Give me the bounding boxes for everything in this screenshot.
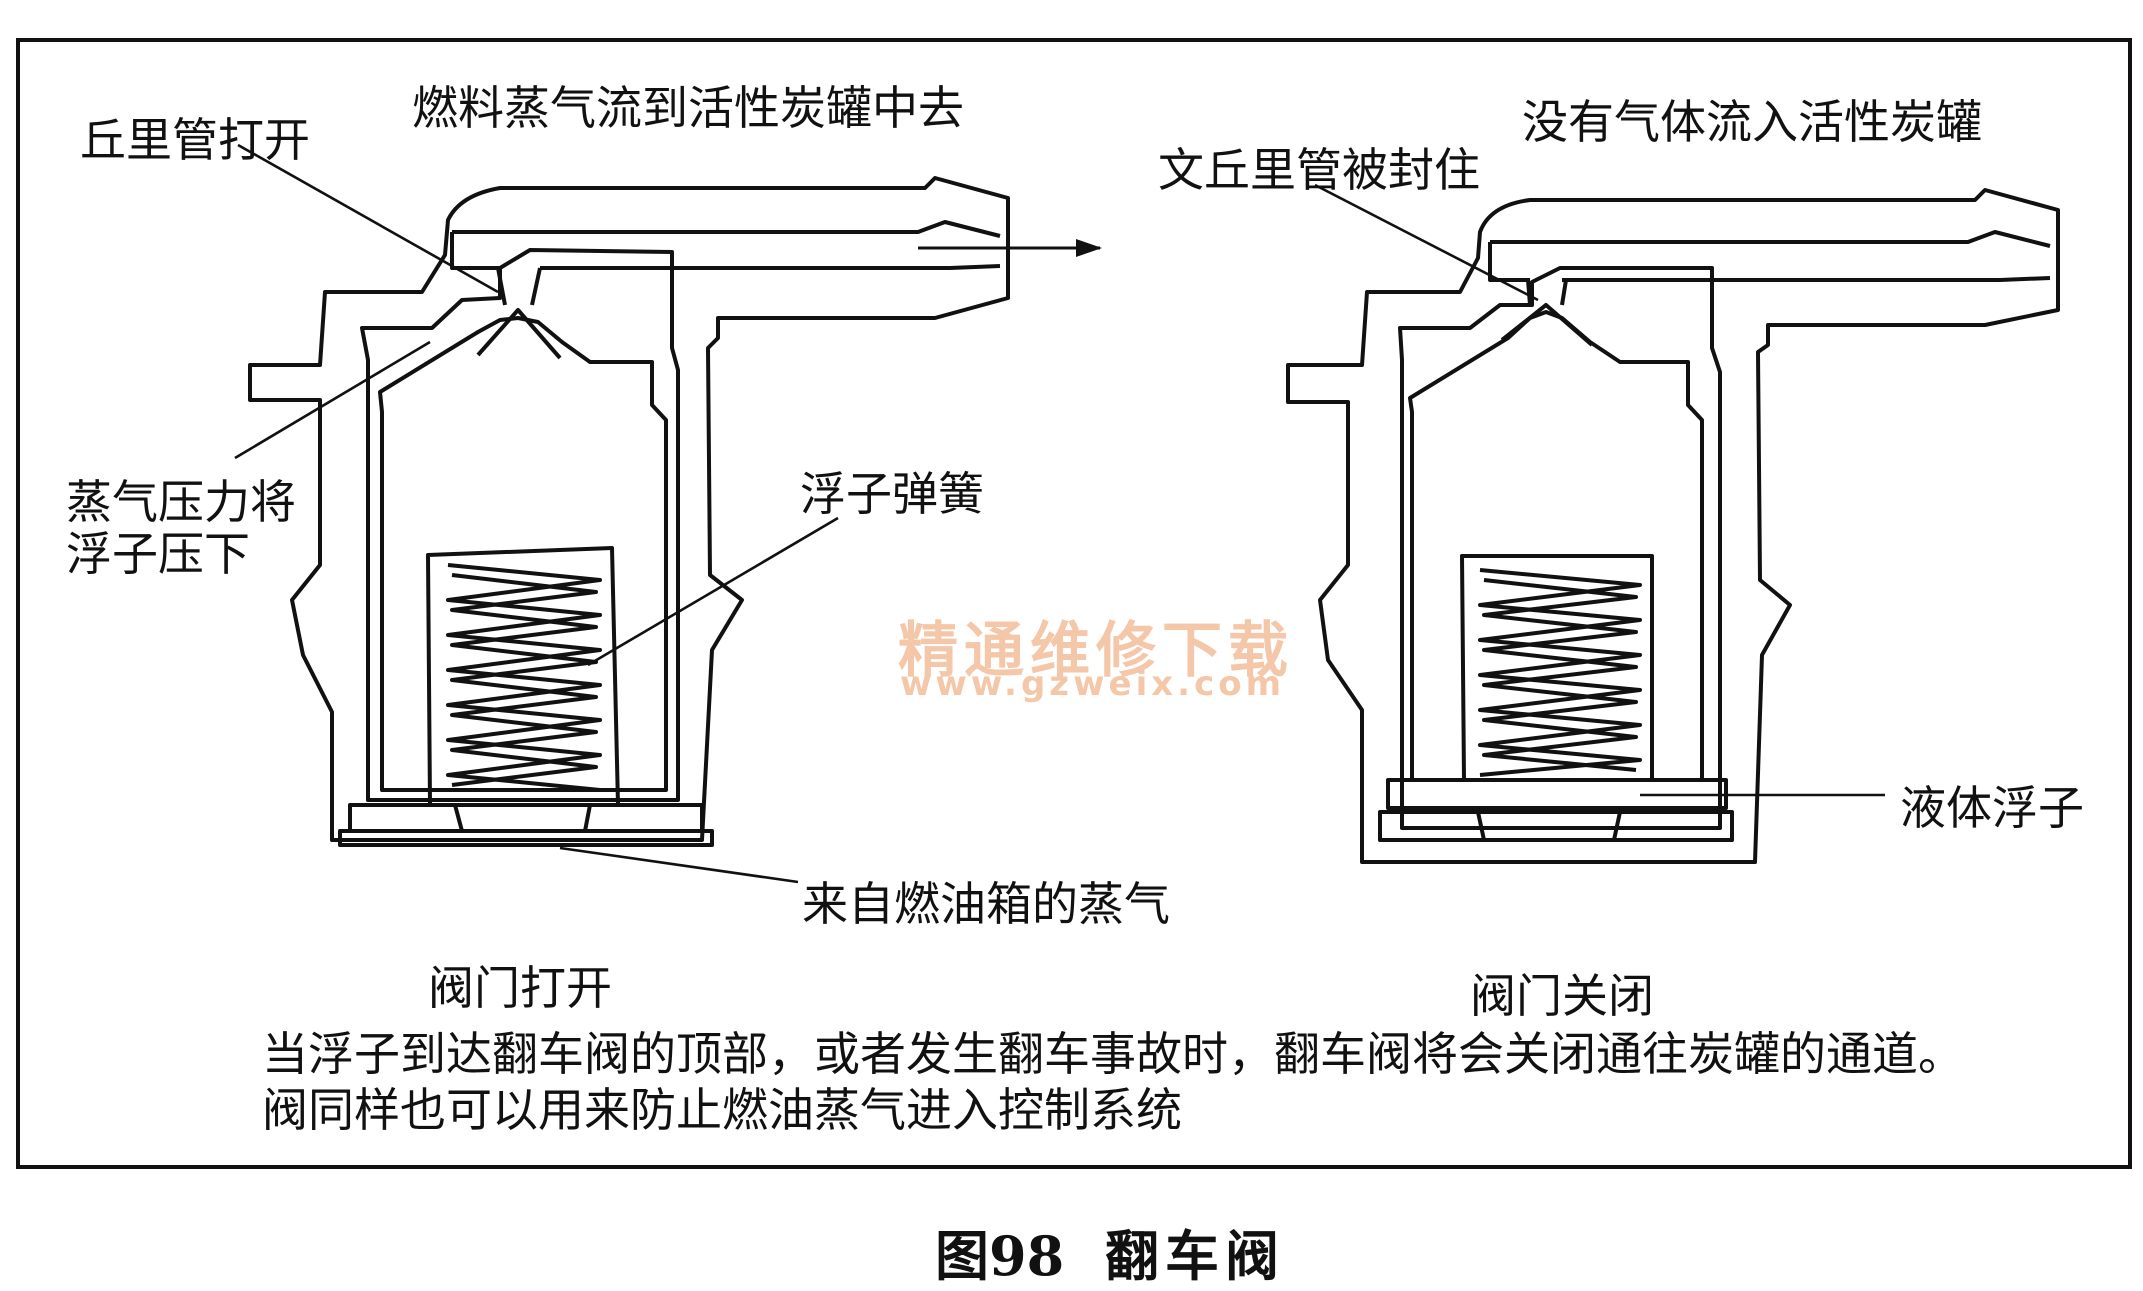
figure-frame (16, 38, 2132, 1169)
leader-lines (234, 143, 1885, 884)
watermark-url: www.gzweix.com (900, 664, 1286, 704)
label-top-right: 没有气体流入活性炭罐 (1522, 95, 1982, 149)
figure-number: 图98 (935, 1224, 1065, 1288)
label-vapor-pressure-line2: 浮子压下 (66, 527, 250, 581)
caption-line2: 阀同样也可以用来防止燃油蒸气进入控制系统 (262, 1083, 1182, 1137)
leader-float-spring (587, 516, 839, 667)
leader-vapor-from-tank (559, 846, 799, 884)
watermark-cn: 精通维修下载 (898, 616, 1294, 686)
valve-closed-drawing (1286, 188, 2060, 864)
leader-vapor-pressure (234, 340, 431, 460)
valve-open-drawing (248, 176, 1010, 847)
leader-venturi-sealed (1314, 183, 1539, 302)
label-top-left: 燃料蒸气流到活性炭罐中去 (412, 81, 964, 135)
label-vapor-from-tank: 来自燃油箱的蒸气 (802, 877, 1170, 931)
label-liquid-float: 液体浮子 (1900, 781, 2084, 835)
caption-line1: 当浮子到达翻车阀的顶部，或者发生翻车事故时，翻车阀将会关闭通往炭罐的通道。 (262, 1027, 1964, 1081)
label-valve-closed: 阀门关闭 (1470, 969, 1654, 1023)
label-venturi-open: 丘里管打开 (80, 113, 310, 167)
leader-venturi-open (237, 143, 499, 294)
label-valve-open: 阀门打开 (428, 961, 612, 1015)
label-float-spring: 浮子弹簧 (800, 467, 984, 521)
figure-title: 翻车阀 (1105, 1224, 1285, 1288)
label-vapor-pressure-line1: 蒸气压力将 (66, 475, 296, 529)
label-venturi-sealed: 文丘里管被封住 (1158, 143, 1480, 197)
